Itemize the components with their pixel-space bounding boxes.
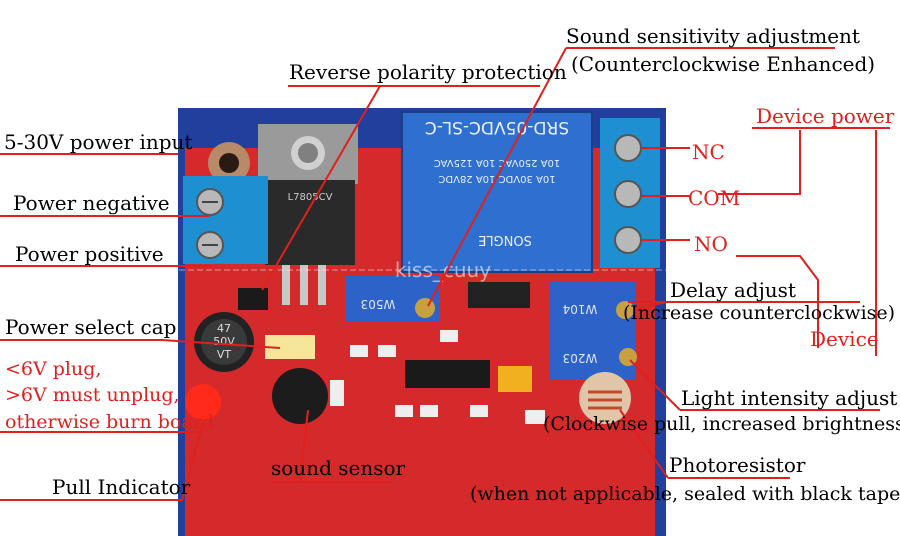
label-photoresistor-1: Photoresistor [669, 453, 806, 477]
label-sound-sensitivity-1: Sound sensitivity adjustment [566, 24, 860, 48]
label-device-power: Device power [756, 104, 895, 128]
label-power-input: 5-30V power input [4, 130, 193, 154]
output-terminal [600, 118, 660, 268]
label-pull-indicator: Pull Indicator [52, 475, 191, 499]
label-power-negative: Power negative [13, 191, 170, 215]
label-device: Device [810, 327, 879, 351]
label-delay-adjust-1: Delay adjust [670, 278, 796, 302]
pcb [185, 148, 655, 536]
power-terminal [183, 176, 268, 264]
cap-mark-3: VT [217, 348, 232, 361]
relay-rating-1: 10A 250VAC 10A 125VAC [434, 157, 561, 168]
tantalum-cap [498, 366, 532, 392]
label-light-intensity-1: Light intensity adjust [681, 386, 898, 410]
label-com: COM [688, 186, 741, 210]
label-plug-note-1: <6V plug, [5, 358, 102, 380]
label-photoresistor-2: (when not applicable, sealed with black … [470, 483, 900, 505]
label-power-positive: Power positive [15, 242, 164, 266]
pot-delay-mark: W104 [563, 302, 598, 316]
watermark: kiss_cuuy [395, 258, 491, 282]
label-plug-note-2: >6V must unplug, [5, 384, 180, 406]
capacitor [194, 312, 254, 372]
cap-mark-2: 50V [213, 335, 235, 348]
label-sound-sensor: sound sensor [271, 456, 406, 480]
leader-device-power-1 [718, 127, 890, 195]
cap-mark-1: 47 [217, 322, 231, 335]
label-power-select-cap: Power select cap [5, 315, 177, 339]
label-no: NO [694, 232, 728, 256]
relay-rating-2: 10A 30VDC 10A 28VDC [438, 173, 555, 184]
label-light-intensity-2: (Clockwise pull, increased brightness) [543, 413, 900, 435]
pot-sound [345, 276, 440, 322]
jumper-cap [265, 335, 315, 359]
leader-sound-sensitivity [427, 47, 835, 307]
pot-light-mark: W203 [563, 351, 598, 365]
regulator-mark: L7805CV [288, 192, 333, 203]
board [178, 108, 666, 536]
relay-model: SRD-05VDC-SL-C [425, 117, 569, 137]
pot-light [550, 330, 635, 380]
microphone [272, 368, 328, 424]
regulator-tab [258, 124, 358, 184]
relay-brand: SONGLE [478, 232, 532, 247]
label-reverse-polarity: Reverse polarity protection [289, 60, 567, 84]
leader-reverse-polarity [261, 85, 540, 291]
regulator-body [265, 180, 355, 265]
label-sound-sensitivity-2: (Counterclockwise Enhanced) [571, 52, 876, 76]
leader-power-select [0, 339, 281, 349]
label-nc: NC [692, 140, 725, 164]
relay [401, 111, 593, 273]
mounting-hole [208, 142, 250, 184]
label-delay-adjust-2: (Increase counterclockwise) [623, 302, 896, 324]
label-plug-note-3: otherwise burn board [5, 411, 214, 433]
pot-sound-mark: W503 [361, 297, 396, 311]
